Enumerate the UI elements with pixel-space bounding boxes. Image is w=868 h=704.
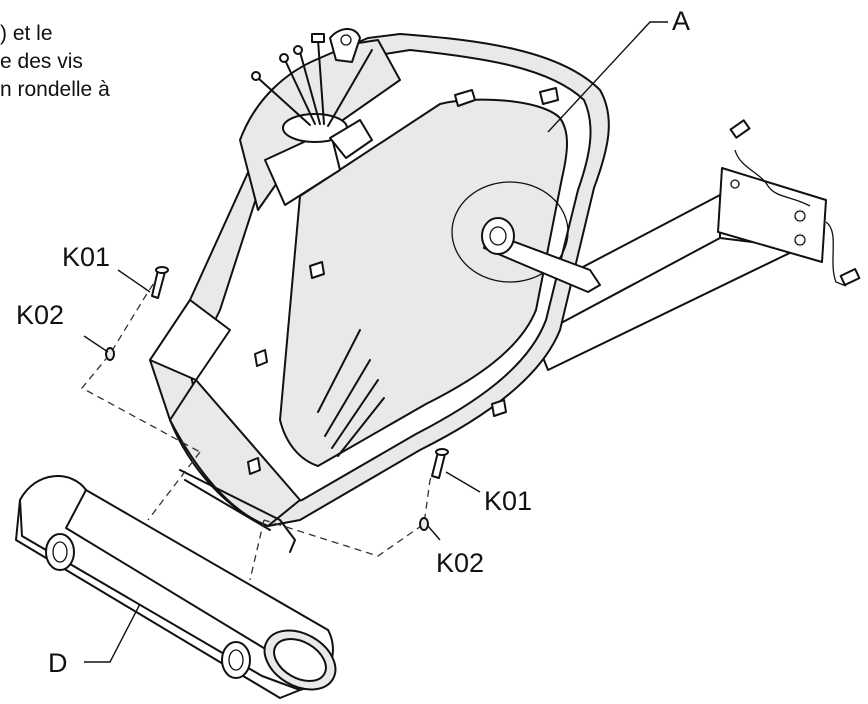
instruction-line-1: ) et le — [0, 22, 53, 45]
fastener-k02-top — [105, 347, 115, 361]
fastener-k02-bottom — [419, 517, 429, 531]
label-k01-top: K01 — [62, 242, 110, 272]
label-a: A — [672, 6, 690, 36]
label-k02-top: K02 — [16, 300, 64, 330]
instruction-text-fragment: ) et le e des vis n rondelle à — [0, 20, 110, 104]
instruction-line-2: e des vis — [0, 50, 83, 73]
label-k01-bottom: K01 — [484, 486, 532, 516]
label-d: D — [48, 648, 68, 678]
instruction-line-3: n rondelle à — [0, 78, 110, 101]
label-k02-bottom: K02 — [436, 548, 484, 578]
main-beam — [519, 119, 861, 371]
frame-body-a — [149, 33, 610, 553]
leader-lines — [83, 21, 668, 663]
fastener-k01-bottom — [431, 448, 449, 479]
top-tension-unit — [251, 28, 373, 159]
fastener-k01-top — [151, 266, 169, 299]
front-stabilizer-d — [15, 475, 337, 699]
